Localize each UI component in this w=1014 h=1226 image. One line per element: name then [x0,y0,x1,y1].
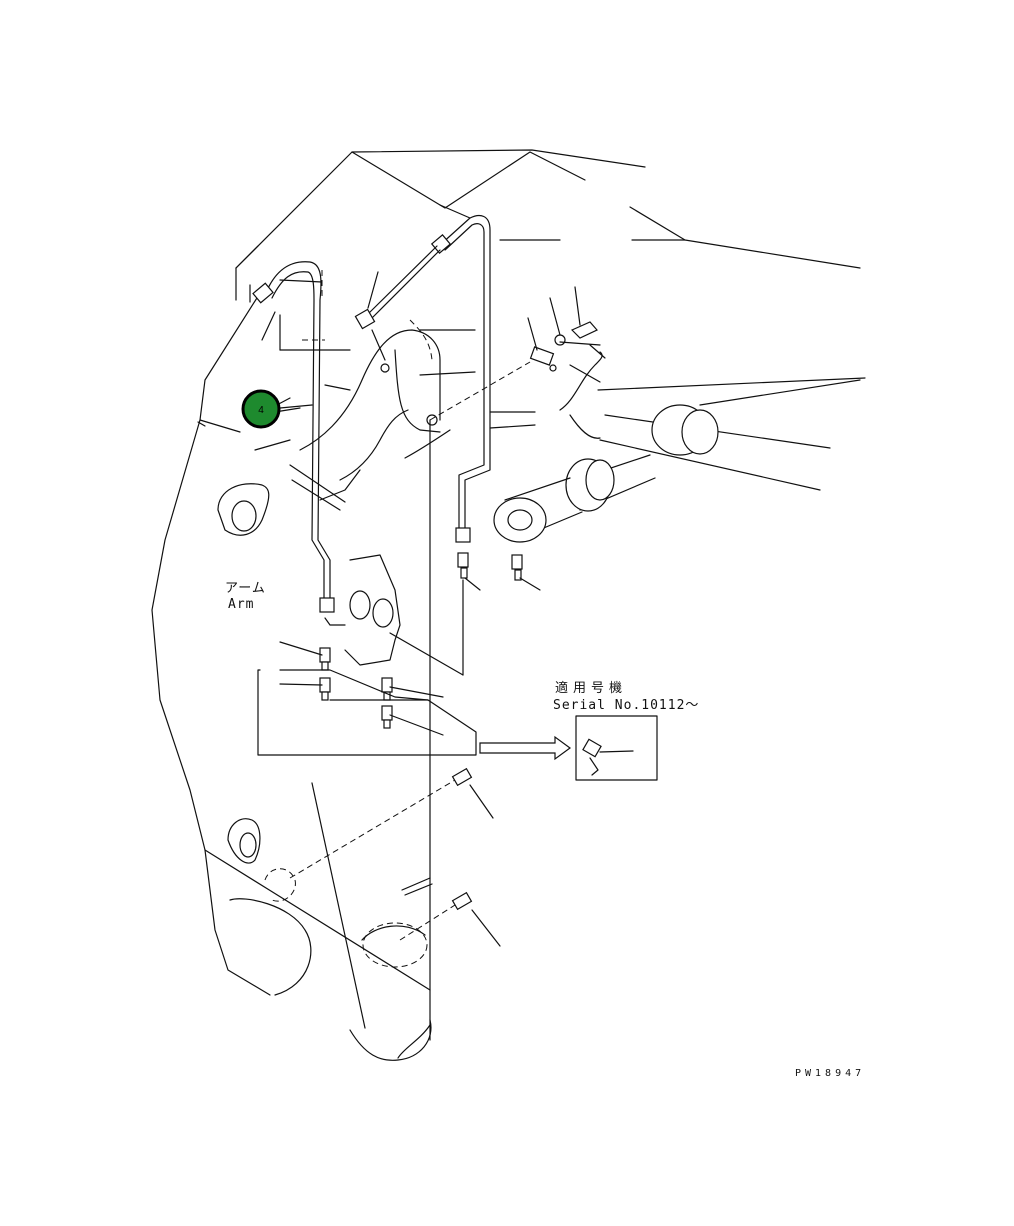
grease-pipe-right [354,215,531,543]
callout-4-number: 4 [258,405,264,416]
grease-nipples [289,552,541,947]
nipple-8 [451,891,473,911]
hydraulic-cylinder [493,379,861,543]
arm-mount [299,329,866,481]
arrow-to-inset [479,735,572,761]
arm-body [151,289,432,1061]
nipple-5 [381,677,393,701]
nipple-4 [319,677,331,701]
leader-box [257,579,477,756]
boom-outline [235,149,861,301]
nipple-3 [319,647,331,671]
callout-4-marker[interactable] [241,389,281,429]
inset-box [575,715,658,781]
drawing-code: PW18947 [795,1068,865,1079]
callout-4-leader [279,404,313,409]
callout-4[interactable]: 4 [241,389,313,429]
nipple-1 [457,552,469,579]
arm-pins [217,483,428,968]
nipple-6 [381,705,393,729]
clamp-and-bolts [367,271,601,372]
label-arm-english: Arm [228,597,254,612]
grease-pipe-left [249,261,361,626]
label-arm-japanese: アーム [225,581,266,596]
arm-lower-details [279,279,433,896]
label-serial-english: Serial No.10112～ [553,698,699,713]
nipple-2 [511,554,523,581]
nipple-7 [451,767,473,787]
label-serial-japanese: 適用号機 [555,680,627,696]
